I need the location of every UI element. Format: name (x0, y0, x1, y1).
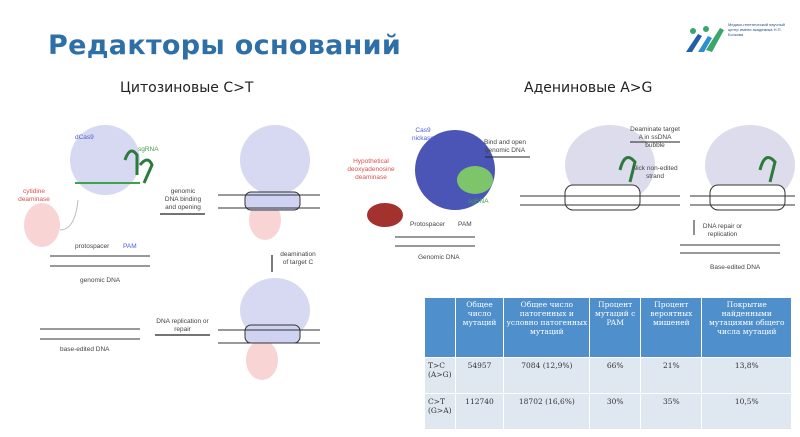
header-cell: Общее число мутаций (454, 297, 505, 358)
header-cell: Процент мутаций с PAM (589, 297, 642, 358)
pam-label: PAM (123, 243, 137, 250)
table-row: C>T (G>A) 112740 18702 (16,6%) 30% 35% 1… (424, 393, 792, 430)
pam-label-right: PAM (458, 221, 472, 228)
table-header-row: Общее число мутаций Общее число патогенн… (424, 297, 792, 358)
header-cell: Покрытие найденными мутациями общего чис… (701, 297, 792, 358)
cytidine-deaminase-label: cytidine deaminase (18, 188, 50, 204)
protospacer-label-right: Protospacer (410, 221, 446, 228)
table-cell: 7084 (12,9%) (503, 357, 591, 394)
table-cell: 66% (589, 357, 642, 394)
genomic-dna-label: genomic DNA (80, 277, 121, 284)
cas9-nickase-label: Cas9 nickase (411, 127, 435, 143)
logo-text: Медико-генетический научный центр имени … (728, 22, 785, 38)
base-edited-dna-label-right: Base-edited DNA (710, 264, 761, 271)
step-bind-label: Bind and open genomic DNA (484, 139, 526, 155)
logo (684, 24, 724, 54)
sgrna-label: sgRNA (138, 146, 159, 153)
step-nick-label: Nick non-edited strand (632, 165, 678, 181)
step-deamination-label: deamination of target C (280, 251, 316, 267)
sgrna-label-right: sgRNA (468, 198, 489, 205)
table-row: T>C (A>G) 54957 7084 (12,9%) 66% 21% 13,… (424, 357, 792, 394)
table-cell: 18702 (16,6%) (503, 393, 591, 430)
step-deaminate-label: Deaminate target A in ssDNA bubble (630, 126, 680, 150)
header-cell: Процент вероятных мишеней (640, 297, 703, 358)
table-cell: T>C (A>G) (424, 357, 456, 394)
header-cell (424, 297, 456, 358)
dcas9-label: dCas9 (75, 134, 94, 141)
deoxyadenosine-deaminase-label: Hypothetical deoxyadenosine deaminase (347, 158, 395, 182)
table-cell: 35% (640, 393, 703, 430)
logo-icon (686, 26, 724, 52)
table-cell: 112740 (454, 393, 505, 430)
table-cell: 30% (589, 393, 642, 430)
cbe-diagram (24, 125, 320, 380)
header-cell: Общее число патогенных и условно патоген… (503, 297, 591, 358)
slide-title: Редакторы оснований (48, 30, 402, 61)
table-cell: 21% (640, 357, 703, 394)
table-cell: 10,5% (701, 393, 792, 430)
mutation-stats-table: Общее число мутаций Общее число патогенн… (424, 297, 792, 430)
protospacer-label: protospacer (75, 243, 110, 250)
step-repair-label: DNA repair or replication (702, 223, 743, 239)
base-edited-dna-label: base-edited DNA (60, 346, 110, 353)
cytosine-heading: Цитозиновые C>T (120, 80, 254, 96)
table-cell: 13,8% (701, 357, 792, 394)
step-binding-label: genomic DNA binding and opening (164, 188, 202, 212)
genomic-dna-label-right: Genomic DNA (418, 254, 460, 261)
table-cell: C>T (G>A) (424, 393, 456, 430)
step-replication-label: DNA replication or repair (156, 318, 209, 334)
adenine-heading: Адениновые A>G (524, 80, 653, 96)
abe-diagram (367, 125, 795, 254)
table-cell: 54957 (454, 357, 505, 394)
